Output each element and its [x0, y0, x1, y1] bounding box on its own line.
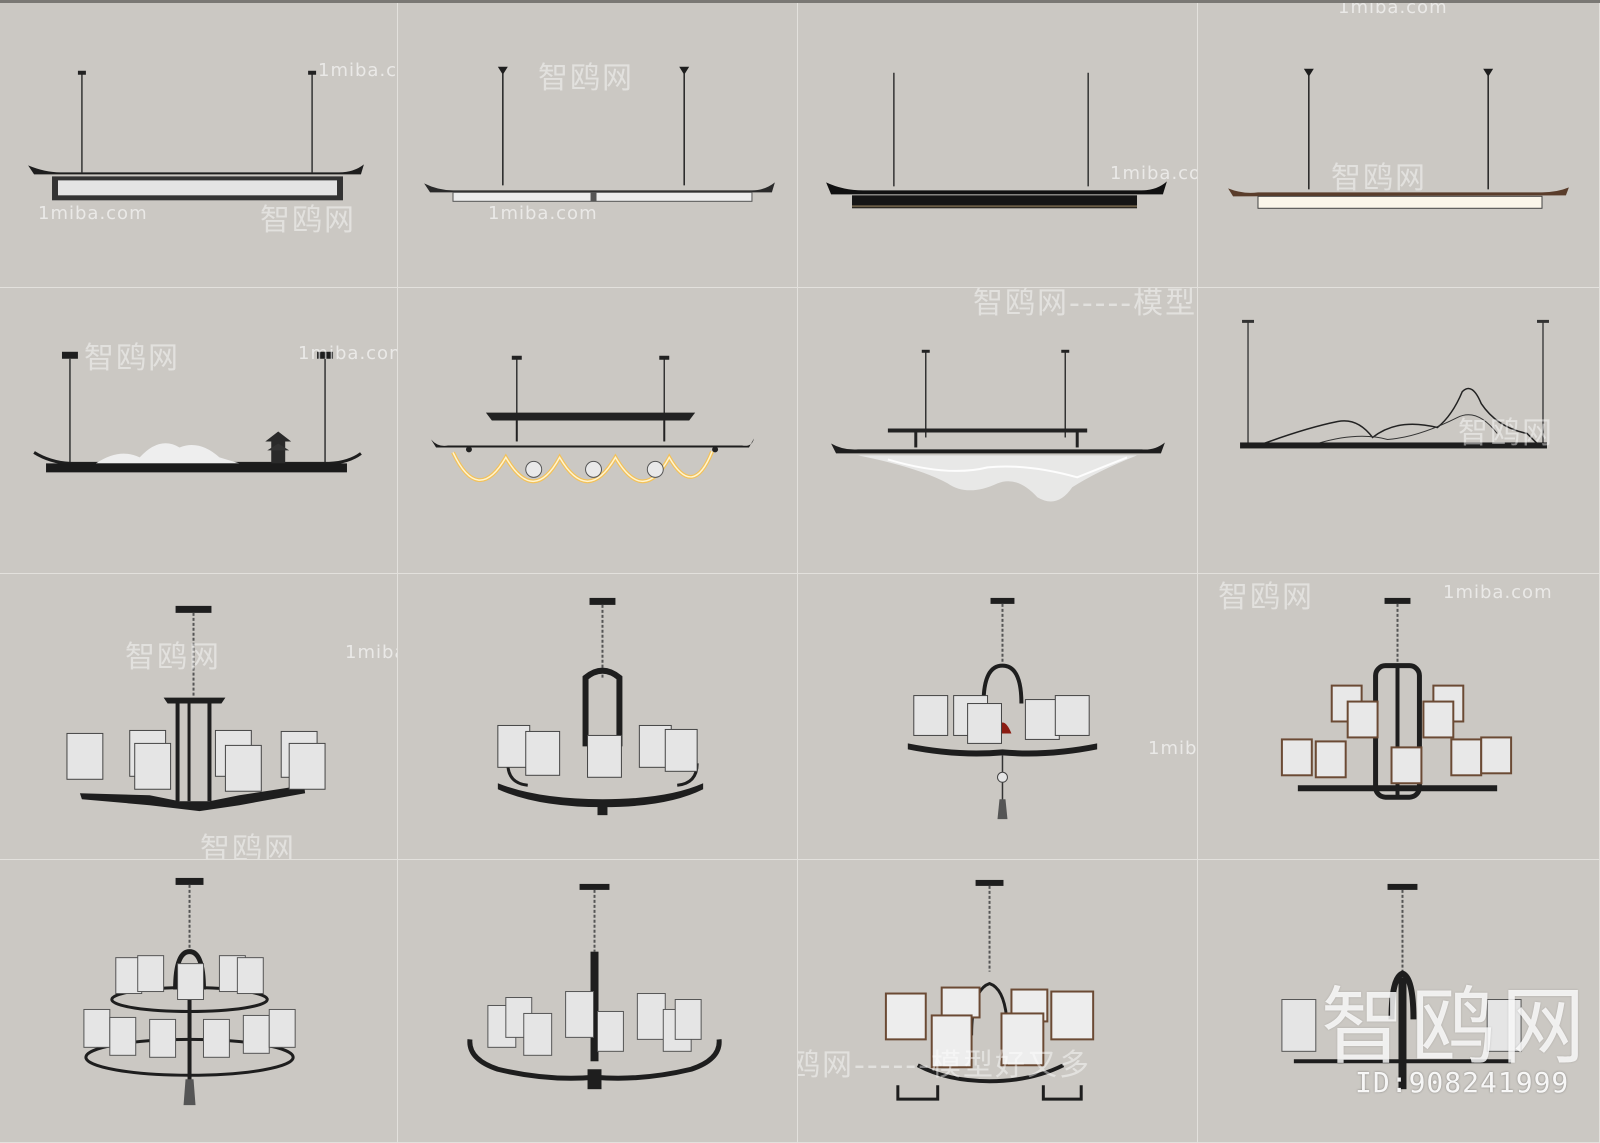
- lamp-linear-cloud: [831, 349, 1165, 502]
- chandelier-two-tier: [83, 877, 296, 1106]
- product-cell[interactable]: 智鸥网: [1198, 288, 1600, 574]
- product-cell[interactable]: 1miba.com: [798, 574, 1198, 860]
- product-cell[interactable]: 1miba.com 智鸥网: [1198, 3, 1600, 288]
- product-cell[interactable]: [0, 860, 398, 1143]
- top-rule: [0, 0, 1600, 3]
- lamp-linear-mountain: [1240, 319, 1549, 449]
- product-cell[interactable]: 智鸥网-----模型好又多: [798, 288, 1198, 574]
- product-cell[interactable]: 智鸥网 ID:908241999: [1198, 860, 1600, 1143]
- lamp-linear-framed: [28, 70, 364, 201]
- product-cell[interactable]: 智鸥网 1miba.com: [0, 288, 398, 574]
- chandelier-ring: [907, 597, 1098, 820]
- product-cell[interactable]: 1miba.com 1miba.com 智鸥网: [0, 3, 398, 288]
- lamp-linear-wave: [431, 355, 754, 484]
- chandelier-fretwork: [884, 879, 1095, 1101]
- product-cell[interactable]: 智鸥网 1miba.com 智鸥网: [0, 574, 398, 860]
- product-cell[interactable]: 智鸥网 1miba.com: [398, 3, 798, 288]
- product-cell[interactable]: [398, 288, 798, 574]
- lamp-linear-landscape: [33, 351, 362, 473]
- chandelier-rod: [467, 883, 722, 1090]
- product-cell[interactable]: 智鸥网 1miba.com: [1198, 574, 1600, 860]
- chandelier-wide: [1281, 883, 1522, 1090]
- chandelier-cylinder: [66, 605, 326, 812]
- chandelier-square: [1280, 597, 1513, 800]
- chandelier-lantern: [497, 597, 704, 816]
- product-cell[interactable]: [398, 574, 798, 860]
- product-grid: 1miba.com 1miba.com 智鸥网 智鸥网 1miba.com 1m…: [0, 3, 1600, 1143]
- lamp-linear-black: [826, 72, 1167, 209]
- product-cell[interactable]: [398, 860, 798, 1143]
- product-cell[interactable]: 1miba.com: [798, 3, 1198, 288]
- lamp-linear-wood: [1228, 68, 1569, 209]
- product-cell[interactable]: 智鸥网------模型好又多: [798, 860, 1198, 1143]
- lamp-linear-slim: [424, 66, 775, 202]
